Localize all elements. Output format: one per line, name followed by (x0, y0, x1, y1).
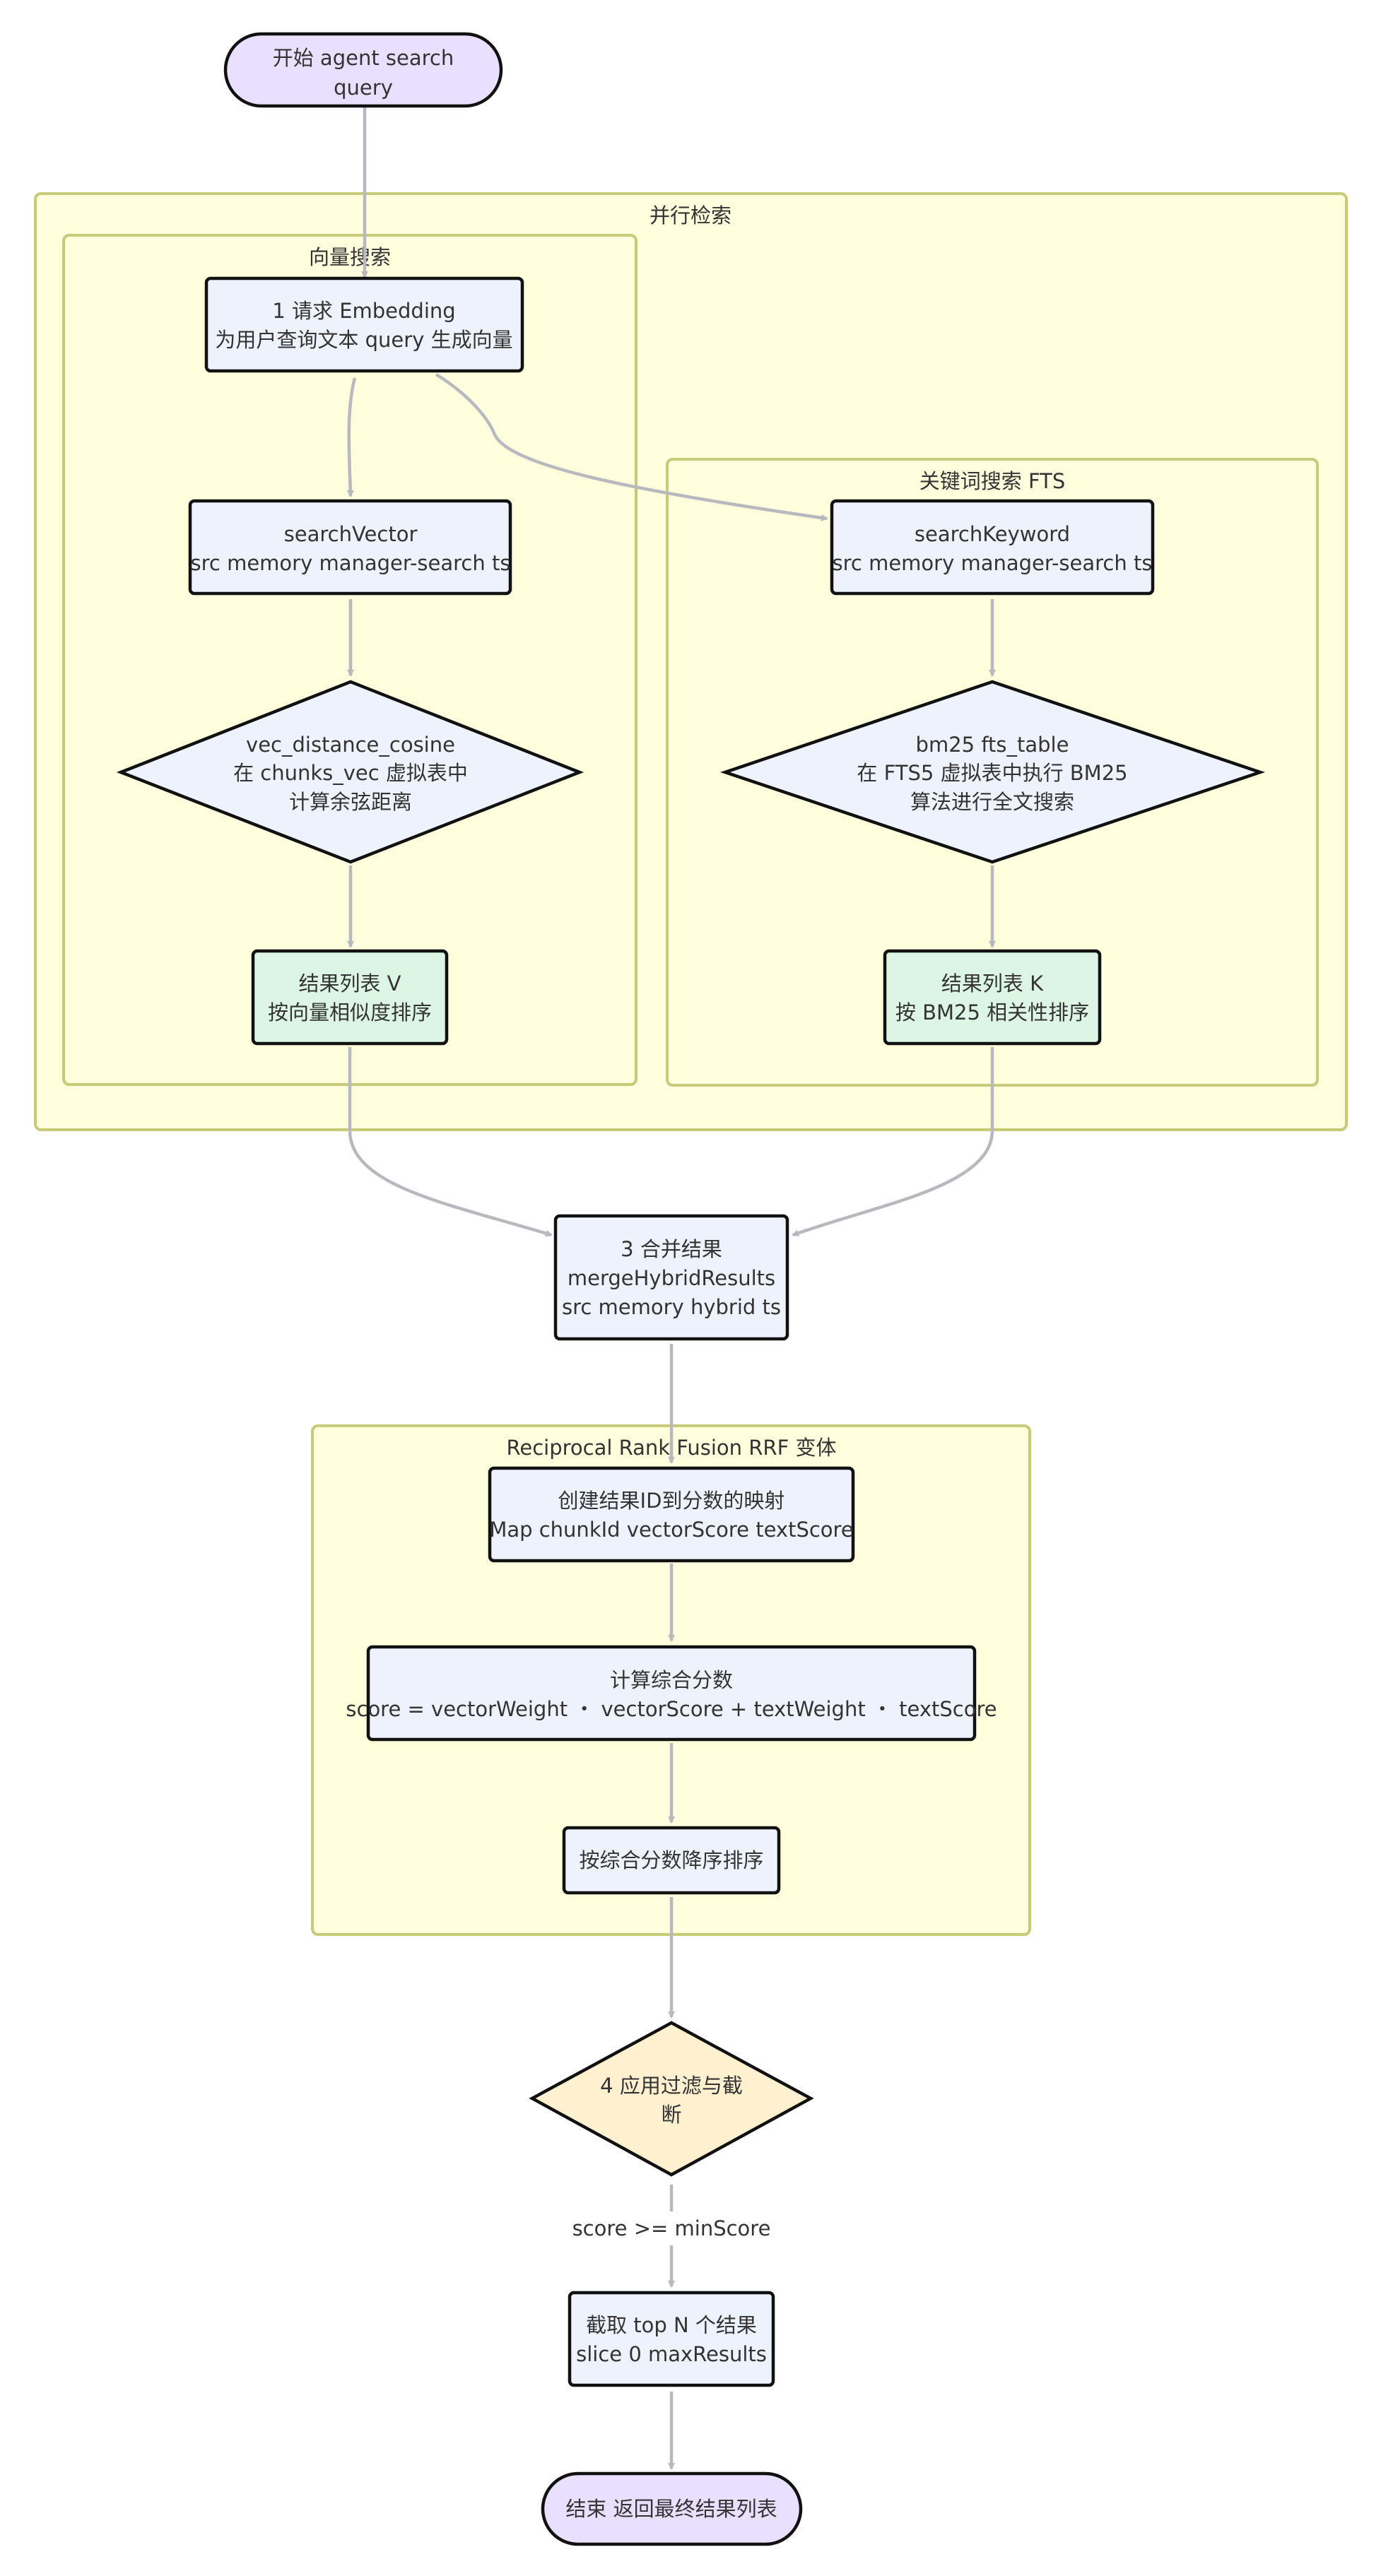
node-end: 结束 返回最终结果列表 (541, 2471, 803, 2546)
node-search-vector: searchVector src memory manager-search t… (188, 499, 512, 596)
svg-text:按向量相似度排序: 按向量相似度排序 (268, 1000, 432, 1024)
node-create-map: 创建结果ID到分数的映射 Map chunkId vectorScore tex… (488, 1466, 855, 1563)
node-sort-desc: 按综合分数降序排序 (562, 1826, 781, 1895)
edge-resultk-merge (792, 1047, 994, 1237)
svg-text:score = vectorWeight ・ vectorS: score = vectorWeight ・ vectorScore + tex… (346, 1697, 997, 1721)
edge-label-min-score: score >= minScore (572, 2211, 771, 2245)
svg-text:结果列表 K: 结果列表 K (941, 971, 1044, 995)
svg-text:断: 断 (661, 2103, 681, 2127)
svg-text:创建结果ID到分数的映射: 创建结果ID到分数的映射 (558, 1489, 785, 1513)
svg-text:1 请求 Embedding: 1 请求 Embedding (272, 299, 455, 323)
svg-text:vec_distance_cosine: vec_distance_cosine (246, 733, 455, 757)
svg-text:searchVector: searchVector (284, 522, 418, 546)
svg-text:bm25 fts_table: bm25 fts_table (916, 733, 1069, 757)
node-search-keyword: searchKeyword src memory manager-search … (830, 499, 1155, 596)
cluster-keyword-label: 关键词搜索 FTS (919, 469, 1066, 493)
edge-embed-searchkeyword (435, 373, 828, 521)
svg-text:计算余弦距离: 计算余弦距离 (289, 790, 412, 814)
svg-text:slice 0 maxResults: slice 0 maxResults (576, 2342, 767, 2366)
svg-text:searchKeyword: searchKeyword (915, 522, 1070, 546)
svg-text:计算综合分数: 计算综合分数 (610, 1668, 733, 1692)
svg-text:按 BM25 相关性排序: 按 BM25 相关性排序 (895, 1000, 1089, 1024)
svg-text:为用户查询文本 query 生成向量: 为用户查询文本 query 生成向量 (215, 328, 512, 352)
svg-text:按综合分数降序排序: 按综合分数降序排序 (579, 1848, 763, 1872)
node-bm25-fts-table: bm25 fts_table 在 FTS5 虚拟表中执行 BM25 算法进行全文… (719, 680, 1266, 864)
node-apply-filter: 4 应用过滤与截 断 (529, 2021, 814, 2177)
svg-text:Map chunkId vectorScore textSc: Map chunkId vectorScore textScore (489, 1518, 853, 1542)
cluster-parallel-label: 并行检索 (650, 203, 731, 228)
svg-text:src memory hybrid ts: src memory hybrid ts (562, 1295, 781, 1319)
svg-text:query: query (334, 76, 393, 100)
node-vec-distance-cosine: vec_distance_cosine 在 chunks_vec 虚拟表中 计算… (116, 680, 584, 864)
svg-text:开始 agent search: 开始 agent search (273, 46, 454, 70)
node-compute-score: 计算综合分数 score = vectorWeight ・ vectorScor… (346, 1645, 997, 1742)
svg-text:结束 返回最终结果列表: 结束 返回最终结果列表 (565, 2497, 777, 2521)
svg-text:在 FTS5 虚拟表中执行 BM25: 在 FTS5 虚拟表中执行 BM25 (857, 761, 1127, 785)
svg-text:src memory manager-search ts: src memory manager-search ts (191, 551, 511, 575)
edges (346, 107, 996, 2470)
node-start: 开始 agent search query (223, 32, 503, 108)
node-merge-results: 3 合并结果 mergeHybridResults src memory hyb… (553, 1214, 789, 1341)
svg-text:截取 top N 个结果: 截取 top N 个结果 (586, 2313, 757, 2337)
cluster-vector-label: 向量搜索 (309, 245, 391, 269)
svg-text:src memory manager-search ts: src memory manager-search ts (833, 551, 1153, 575)
svg-text:结果列表 V: 结果列表 V (298, 971, 401, 995)
node-result-v: 结果列表 V 按向量相似度排序 (251, 949, 449, 1046)
node-embedding-request: 1 请求 Embedding 为用户查询文本 query 生成向量 (204, 276, 524, 373)
svg-text:4 应用过滤与截: 4 应用过滤与截 (600, 2074, 743, 2098)
node-slice-top-n: 截取 top N 个结果 slice 0 maxResults (568, 2291, 775, 2387)
edge-resultv-merge (348, 1047, 553, 1237)
node-result-k: 结果列表 K 按 BM25 相关性排序 (883, 949, 1102, 1046)
svg-text:在 chunks_vec 虚拟表中: 在 chunks_vec 虚拟表中 (233, 761, 468, 785)
edge-embed-searchvector (346, 377, 357, 497)
svg-text:mergeHybridResults: mergeHybridResults (568, 1266, 775, 1290)
svg-text:score >= minScore: score >= minScore (572, 2216, 771, 2240)
svg-text:算法进行全文搜索: 算法进行全文搜索 (910, 790, 1074, 814)
svg-text:3 合并结果: 3 合并结果 (621, 1237, 722, 1261)
